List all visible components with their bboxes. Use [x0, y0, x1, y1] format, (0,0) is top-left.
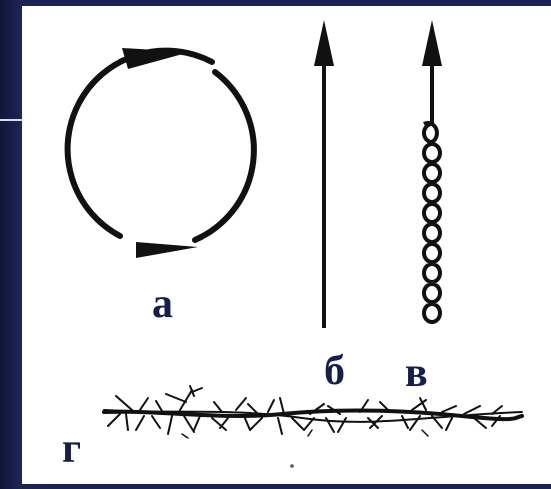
growth-patterns-figure	[22, 6, 551, 484]
panel-g-branching-strand	[104, 386, 522, 468]
label-v: в	[405, 352, 428, 394]
label-g: г	[62, 428, 81, 470]
label-b: б	[324, 350, 345, 392]
arrowhead-v-icon	[422, 20, 442, 66]
panel-a-circular-arrows	[68, 48, 254, 258]
label-a: а	[152, 283, 173, 325]
slide-accent-line	[0, 119, 24, 121]
panel-v-coiled-arrow	[422, 20, 442, 322]
arrowhead-bottom-icon	[136, 242, 198, 258]
arrowhead-b-icon	[314, 20, 334, 66]
slide-left-band	[0, 0, 22, 489]
panel-b-straight-arrow	[314, 20, 334, 328]
